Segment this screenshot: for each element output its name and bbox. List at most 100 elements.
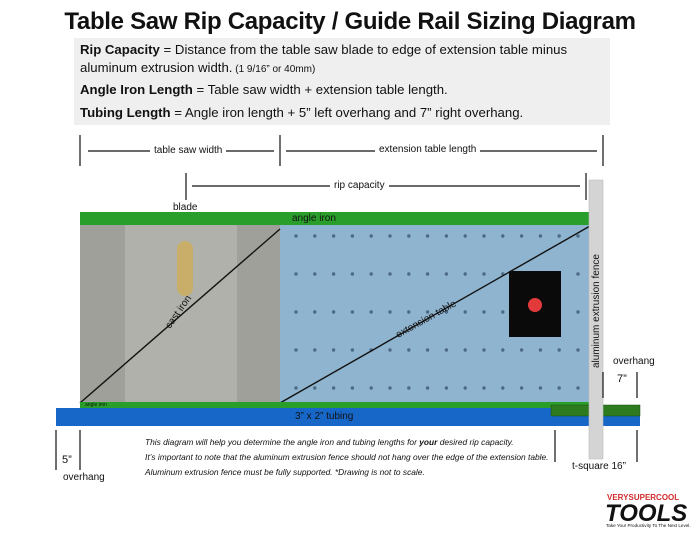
right-overhang-label: overhang bbox=[613, 356, 655, 367]
table-hole bbox=[425, 234, 430, 238]
rip-capacity-text-a: = Distance from the table saw blade to e… bbox=[159, 42, 568, 57]
rip-capacity-definition-cont: aluminum extrusion width. (1 9/16” or 40… bbox=[80, 60, 315, 78]
table-hole bbox=[369, 386, 373, 390]
table-hole bbox=[294, 310, 298, 314]
table-hole bbox=[350, 272, 355, 276]
table-hole bbox=[313, 272, 317, 276]
table-hole bbox=[331, 310, 336, 314]
table-hole bbox=[482, 386, 486, 390]
rip-capacity-label: rip capacity bbox=[330, 180, 389, 191]
logo-mark: VERYSUPERCOOL TOOLS Take Your Productivi… bbox=[605, 493, 691, 528]
left-overhang-label: overhang bbox=[63, 472, 105, 483]
note-line-1c: desired rip capacity. bbox=[437, 437, 514, 447]
table-hole bbox=[407, 272, 411, 276]
table-hole bbox=[444, 310, 449, 314]
table-hole bbox=[482, 348, 486, 352]
tubing bbox=[56, 408, 640, 426]
table-hole bbox=[538, 234, 543, 238]
table-hole bbox=[576, 234, 580, 238]
table-hole bbox=[463, 348, 467, 352]
rip-capacity-term: Rip Capacity bbox=[80, 42, 160, 57]
table-hole bbox=[538, 386, 543, 390]
table-hole bbox=[425, 272, 430, 276]
note-line-1a: This diagram will help you determine the… bbox=[145, 437, 420, 447]
cast-iron-diagonal bbox=[79, 228, 281, 404]
table-hole bbox=[463, 234, 467, 238]
extension-diagonal bbox=[279, 225, 591, 404]
table-hole bbox=[407, 234, 411, 238]
angle-iron-top bbox=[80, 212, 592, 225]
table-hole bbox=[331, 272, 336, 276]
angle-iron-label: angle iron bbox=[292, 213, 336, 224]
angle-iron-text: = Table saw width + extension table leng… bbox=[192, 82, 448, 97]
table-hole bbox=[482, 234, 486, 238]
table-hole bbox=[407, 348, 411, 352]
table-hole bbox=[294, 386, 298, 390]
table-hole bbox=[463, 272, 467, 276]
aluminum-fence bbox=[588, 179, 604, 460]
table-hole bbox=[369, 310, 373, 314]
table-hole bbox=[482, 272, 486, 276]
table-hole bbox=[519, 234, 524, 238]
fence-label: aluminum extrusion fence bbox=[591, 254, 602, 368]
rip-capacity-text-b: aluminum extrusion width. bbox=[80, 60, 233, 75]
table-hole bbox=[313, 234, 317, 238]
tubing-term: Tubing Length bbox=[80, 105, 171, 120]
table-hole bbox=[576, 386, 580, 390]
table-hole bbox=[369, 234, 373, 238]
rip-capacity-note: (1 9/16” or 40mm) bbox=[232, 64, 316, 75]
angle-iron-definition: Angle Iron Length = Table saw width + ex… bbox=[80, 82, 448, 98]
table-hole bbox=[407, 310, 411, 314]
table-hole bbox=[388, 310, 392, 314]
table-hole bbox=[313, 310, 317, 314]
table-hole bbox=[576, 310, 580, 314]
table-hole bbox=[313, 386, 317, 390]
angle-iron-term: Angle Iron Length bbox=[80, 82, 193, 97]
table-hole bbox=[576, 348, 580, 352]
tubing-definition: Tubing Length = Angle iron length + 5” l… bbox=[80, 105, 523, 121]
table-hole bbox=[501, 310, 505, 314]
table-hole bbox=[444, 348, 449, 352]
tsquare-label: t-square 16” bbox=[572, 461, 626, 472]
table-hole bbox=[519, 386, 524, 390]
table-hole bbox=[313, 348, 317, 352]
table-hole bbox=[557, 234, 561, 238]
overhang-markers bbox=[55, 372, 638, 470]
extension-table-length-label: extension table length bbox=[375, 144, 481, 155]
definitions-box: Rip Capacity = Distance from the table s… bbox=[74, 38, 610, 125]
table-hole bbox=[331, 348, 336, 352]
table-hole bbox=[463, 310, 467, 314]
logo-top: VERYSUPERCOOL bbox=[607, 493, 679, 502]
logo-tagline: Take Your Productivity To The Next Level… bbox=[606, 523, 691, 528]
table-hole bbox=[425, 348, 430, 352]
table-hole bbox=[557, 348, 561, 352]
table-hole bbox=[388, 234, 392, 238]
fence-rail-right bbox=[601, 404, 641, 417]
table-hole bbox=[350, 234, 355, 238]
table-hole bbox=[425, 386, 430, 390]
table-hole bbox=[463, 386, 467, 390]
note-line-1: This diagram will help you determine the… bbox=[145, 437, 514, 447]
table-hole bbox=[388, 272, 392, 276]
table-hole bbox=[350, 348, 355, 352]
table-hole bbox=[501, 348, 505, 352]
table-hole bbox=[350, 386, 355, 390]
table-hole bbox=[294, 272, 298, 276]
table-saw-width-label: table saw width bbox=[150, 145, 227, 156]
clamp-knob bbox=[528, 298, 542, 312]
blade-label: blade bbox=[173, 202, 198, 213]
table-hole bbox=[425, 310, 430, 314]
rip-capacity-definition: Rip Capacity = Distance from the table s… bbox=[80, 42, 567, 58]
table-hole bbox=[444, 234, 449, 238]
page-title: Table Saw Rip Capacity / Guide Rail Sizi… bbox=[64, 8, 636, 35]
table-hole bbox=[388, 386, 392, 390]
table-hole bbox=[294, 234, 298, 238]
table-hole bbox=[444, 272, 449, 276]
note-line-2: It’s important to note that the aluminum… bbox=[145, 452, 549, 462]
table-hole bbox=[388, 348, 392, 352]
right-overhang-value: 7” bbox=[617, 373, 627, 385]
logo-main: TOOLS bbox=[605, 500, 687, 527]
angle-iron-small-label: angle iron bbox=[85, 402, 107, 408]
table-hole bbox=[501, 234, 505, 238]
